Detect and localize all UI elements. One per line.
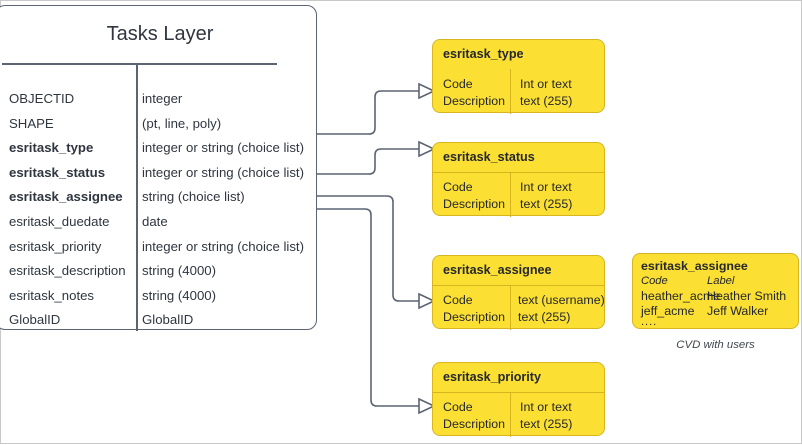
field-name: esritask_assignee (9, 189, 123, 205)
field-row[interactable]: OBJECTID integer (0, 91, 318, 116)
entity-tasks-layer[interactable]: Tasks Layer OBJECTID integer SHAPE (pt, … (0, 5, 318, 331)
cvd-title: esritask_assignee (641, 259, 748, 273)
domain-title-divider (433, 392, 604, 394)
column-divider (136, 63, 138, 331)
cvd-ellipsis: .... (641, 316, 658, 328)
domain-title-divider (433, 285, 604, 287)
domain-right-line2: text (255) (520, 417, 573, 431)
cvd-caption: CVD with users (676, 339, 755, 351)
field-type: date (142, 214, 168, 229)
entity-domain-esritask-status[interactable]: esritask_status Code Description Int or … (432, 142, 605, 217)
domain-right-line2: text (255) (518, 310, 571, 324)
domain-left-col: Code Description (443, 76, 505, 110)
field-type: integer (142, 91, 183, 106)
domain-left-line1: Code (443, 400, 473, 414)
domain-right-line1: Int or text (520, 77, 572, 91)
domain-left-col: Code Description (443, 179, 505, 213)
domain-title: esritask_assignee (443, 263, 552, 277)
field-row[interactable]: esritask_priority integer or string (cho… (0, 239, 318, 264)
cvd-header-label: Label (707, 275, 735, 287)
cvd-row-code: heather_acme (641, 289, 721, 303)
domain-title: esritask_status (443, 150, 535, 164)
field-type: string (4000) (142, 263, 217, 279)
domain-right-line1: Int or text (520, 180, 572, 194)
entity-cvd-sample[interactable]: esritask_assignee Code Label heather_acm… (632, 253, 799, 329)
domain-left-line2: Description (443, 417, 505, 431)
field-name: GlobalID (9, 312, 61, 328)
domain-left-line1: Code (443, 293, 473, 307)
field-type: integer or string (choice list) (142, 164, 304, 180)
field-row[interactable]: esritask_assignee string (choice list) (0, 189, 318, 214)
field-name: esritask_description (9, 263, 126, 279)
domain-title: esritask_priority (443, 370, 542, 384)
cvd-row-code: jeff_acme (641, 304, 695, 318)
domain-column-divider (510, 392, 512, 437)
domain-left-line1: Code (443, 77, 473, 91)
field-row[interactable]: GlobalID GlobalID (0, 312, 318, 337)
field-type: string (choice list) (142, 189, 245, 205)
connector-assignee (317, 195, 419, 302)
field-row[interactable]: esritask_duedate date (0, 214, 318, 239)
field-type: GlobalID (142, 312, 194, 328)
domain-left-col: Code Description (443, 292, 505, 326)
domain-column-divider (510, 69, 512, 114)
field-name: OBJECTID (9, 91, 75, 106)
field-name: esritask_notes (9, 287, 95, 303)
entity-title: Tasks Layer (106, 23, 214, 45)
field-name: esritask_duedate (9, 214, 110, 229)
domain-right-line2: text (255) (520, 197, 573, 211)
field-row[interactable]: esritask_description string (4000) (0, 263, 318, 288)
domain-left-line2: Description (443, 310, 505, 324)
field-name: esritask_status (9, 164, 106, 180)
title-divider (2, 63, 277, 65)
domain-column-divider (510, 172, 512, 217)
field-row[interactable]: SHAPE (pt, line, poly) (0, 116, 318, 141)
field-type: string (4000) (142, 287, 217, 303)
entity-domain-esritask-type[interactable]: esritask_type Code Description Int or te… (432, 39, 605, 114)
domain-right-line1: Int or text (520, 400, 572, 414)
field-row[interactable]: esritask_type integer or string (choice … (0, 140, 318, 165)
domain-left-line1: Code (443, 180, 473, 194)
domain-left-line2: Description (443, 94, 505, 108)
field-row[interactable]: esritask_notes string (4000) (0, 288, 318, 313)
domain-right-col: text (username) text (255) (518, 292, 605, 326)
connector-status (317, 148, 419, 175)
field-name: SHAPE (9, 115, 54, 131)
entity-domain-esritask-priority[interactable]: esritask_priority Code Description Int o… (432, 362, 605, 437)
domain-right-line1: text (username) (518, 293, 605, 307)
domain-right-line2: text (255) (520, 94, 573, 108)
domain-title-divider (433, 172, 604, 174)
domain-right-col: Int or text text (255) (520, 179, 572, 213)
entity-domain-esritask-assignee[interactable]: esritask_assignee Code Description text … (432, 255, 605, 330)
domain-left-line2: Description (443, 197, 505, 211)
field-name: esritask_priority (9, 238, 102, 254)
domain-right-col: Int or text text (255) (520, 399, 572, 433)
connector-priority (317, 208, 419, 407)
domain-column-divider (510, 285, 512, 330)
cvd-row-label: Heather Smith (707, 289, 787, 303)
domain-right-col: Int or text text (255) (520, 76, 572, 110)
field-type: integer or string (choice list) (142, 140, 304, 156)
field-type: (pt, line, poly) (142, 115, 222, 131)
domain-title: esritask_type (443, 47, 524, 61)
field-name: esritask_type (9, 140, 94, 156)
field-type: integer or string (choice list) (142, 238, 304, 254)
field-row[interactable]: esritask_status integer or string (choic… (0, 165, 318, 190)
domain-left-col: Code Description (443, 399, 505, 433)
cvd-header-code: Code (641, 275, 668, 287)
connector-type (317, 90, 419, 135)
cvd-row-label: Jeff Walker (707, 304, 769, 318)
